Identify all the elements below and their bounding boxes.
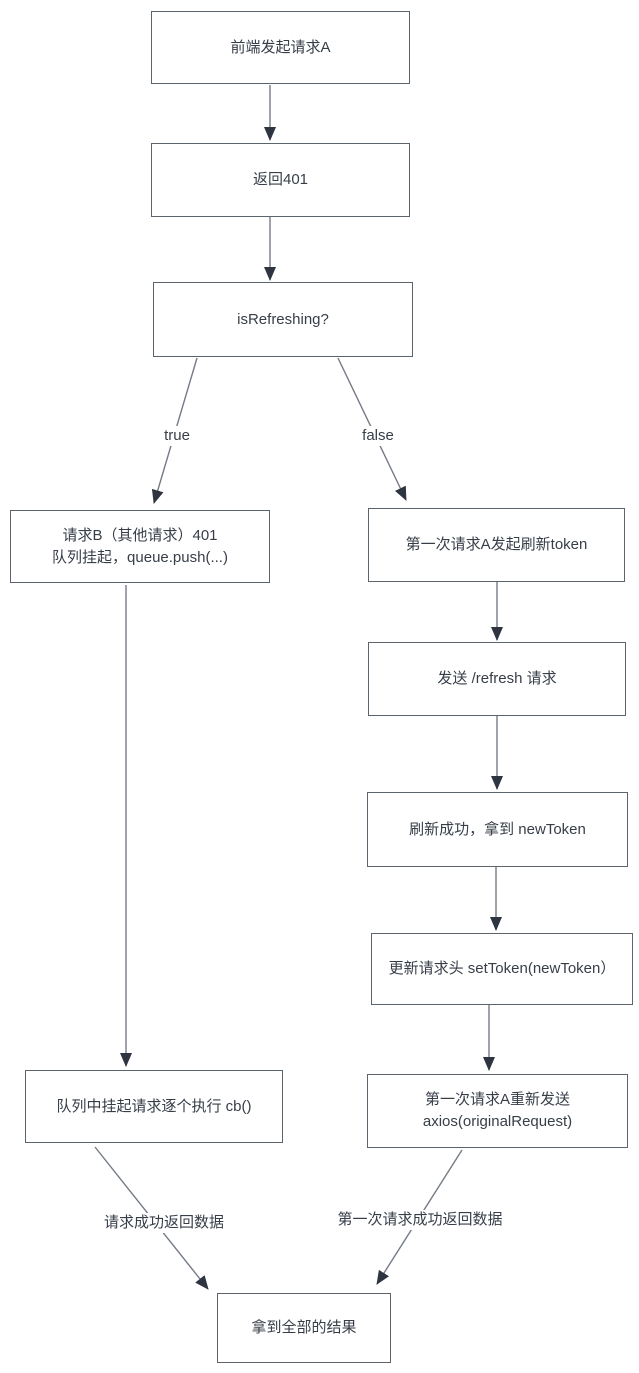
node-resend: 第一次请求A重新发送 axios(originalRequest) <box>367 1074 628 1148</box>
edge-label-true: true <box>161 426 193 446</box>
node-request-a: 前端发起请求A <box>151 11 410 84</box>
node-send-refresh: 发送 /refresh 请求 <box>368 642 626 716</box>
node-set-token: 更新请求头 setToken(newToken） <box>371 933 633 1005</box>
node-final-result: 拿到全部的结果 <box>217 1293 391 1363</box>
node-is-refreshing: isRefreshing? <box>153 282 413 357</box>
node-queue-push: 请求B（其他请求）401 队列挂起，queue.push(...) <box>10 510 270 583</box>
node-return-401: 返回401 <box>151 143 410 217</box>
edge-label-false: false <box>359 426 397 446</box>
edge-label-first-request-success: 第一次请求成功返回数据 <box>334 1210 506 1230</box>
node-new-token: 刷新成功，拿到 newToken <box>367 792 628 867</box>
node-queue-exec: 队列中挂起请求逐个执行 cb() <box>25 1070 283 1143</box>
node-refresh-token: 第一次请求A发起刷新token <box>368 508 625 582</box>
edge-label-queue-success: 请求成功返回数据 <box>100 1213 228 1233</box>
